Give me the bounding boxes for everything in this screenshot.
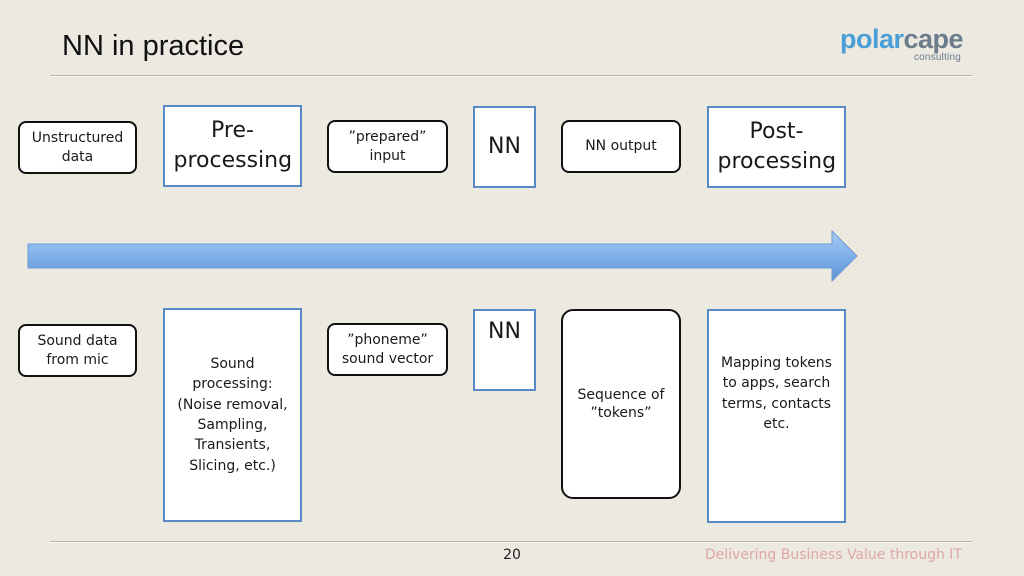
preprocessing-box: Pre-processing [163, 105, 302, 187]
header-divider [50, 75, 972, 77]
mapping-tokens-box: Mapping tokens to apps, search terms, co… [707, 309, 846, 523]
process-arrow [27, 229, 858, 283]
phoneme-label: ”phoneme” sound vector [341, 332, 434, 367]
prepared-input-label: ”prepared” input [348, 129, 427, 164]
phoneme-box: ”phoneme” sound vector [327, 323, 448, 376]
nn-output-label: NN output [585, 138, 657, 155]
footer-tagline: Delivering Business Value through IT [704, 547, 962, 563]
unstructured-data-box: Unstructured data [18, 121, 137, 174]
nn-label-bottom: NN [488, 319, 521, 344]
sound-processing-label: Sound processing: (Noise removal, Sampli… [177, 356, 288, 474]
sound-data-box: Sound data from mic [18, 324, 137, 377]
footer-divider [50, 541, 972, 543]
sound-processing-box: Sound processing: (Noise removal, Sampli… [163, 308, 302, 522]
sequence-tokens-box: Sequence of ”tokens” [561, 309, 681, 499]
logo-primary-text: polar [840, 24, 904, 54]
nn-label-top: NN [488, 134, 521, 160]
sound-data-label: Sound data from mic [37, 333, 118, 368]
logo-subtitle: consulting [913, 52, 961, 63]
postprocessing-label: Post-processing [717, 119, 837, 174]
slide-title: NN in practice [62, 30, 245, 62]
prepared-input-box: ”prepared” input [327, 120, 448, 173]
postprocessing-box: Post-processing [707, 106, 846, 188]
nn-output-box: NN output [561, 120, 681, 173]
polarcape-logo: polarcape consulting [840, 24, 965, 68]
page-number: 20 [503, 547, 521, 563]
sequence-tokens-label: Sequence of ”tokens” [577, 386, 665, 421]
nn-box-bottom: NN [473, 309, 536, 391]
nn-box-top: NN [473, 106, 536, 188]
unstructured-data-label: Unstructured data [31, 130, 124, 165]
logo-secondary-text: cape [903, 24, 964, 54]
mapping-tokens-label: Mapping tokens to apps, search terms, co… [721, 355, 832, 432]
preprocessing-label: Pre-processing [173, 118, 293, 173]
